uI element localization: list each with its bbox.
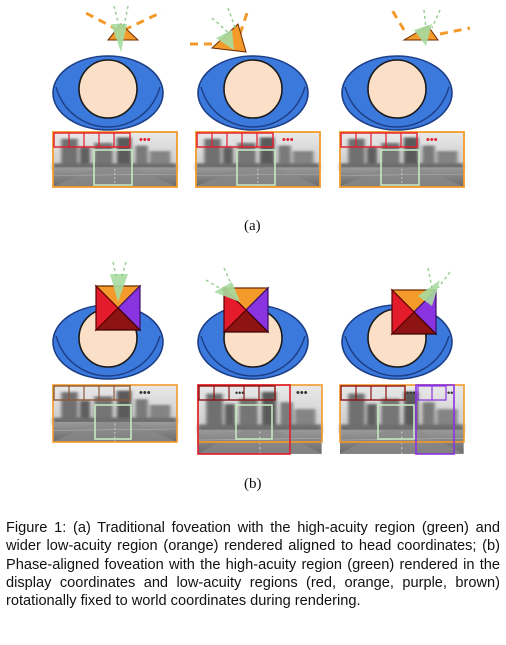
rendered-frame: •••: [52, 384, 178, 443]
svg-text:••: ••: [447, 388, 453, 398]
view-cone: [110, 261, 128, 302]
person-top-view: [341, 55, 453, 131]
person-top-view: [52, 55, 164, 131]
svg-text:•••: •••: [282, 134, 294, 146]
rendered-frame: ••• •••: [197, 384, 323, 455]
view-cone: [205, 267, 240, 302]
panel-a1: •••: [52, 5, 178, 188]
panel-b1: •••: [52, 261, 178, 443]
svg-text:•••: •••: [139, 387, 151, 399]
svg-text:•••: •••: [296, 387, 308, 399]
rendered-frame: •••: [195, 131, 321, 188]
svg-text:•••: •••: [426, 134, 438, 146]
view-cone: [390, 9, 471, 46]
view-cone: [83, 5, 163, 52]
panel-a3: •••: [339, 9, 471, 188]
figure-caption: Figure 1: (a) Traditional foveation with…: [6, 520, 500, 610]
rendered-frame: •••: [339, 131, 465, 188]
panel-b2: ••• •••: [197, 267, 323, 455]
view-cone: [186, 7, 250, 53]
rendered-frame: •••: [52, 131, 178, 188]
svg-text:•••: •••: [235, 388, 244, 398]
svg-text:•••: •••: [406, 388, 415, 398]
svg-text:•••: •••: [139, 134, 151, 146]
panel-b3: ••• ••: [339, 267, 465, 455]
rendered-frame: ••• ••: [339, 384, 465, 455]
subfigure-label-b: (b): [244, 476, 262, 492]
view-cone: [418, 267, 451, 306]
panel-a2: •••: [186, 7, 321, 188]
subfigure-label-a: (a): [244, 218, 261, 234]
person-top-view: [197, 55, 309, 131]
figure-illustration: ••• •••: [52, 5, 471, 455]
